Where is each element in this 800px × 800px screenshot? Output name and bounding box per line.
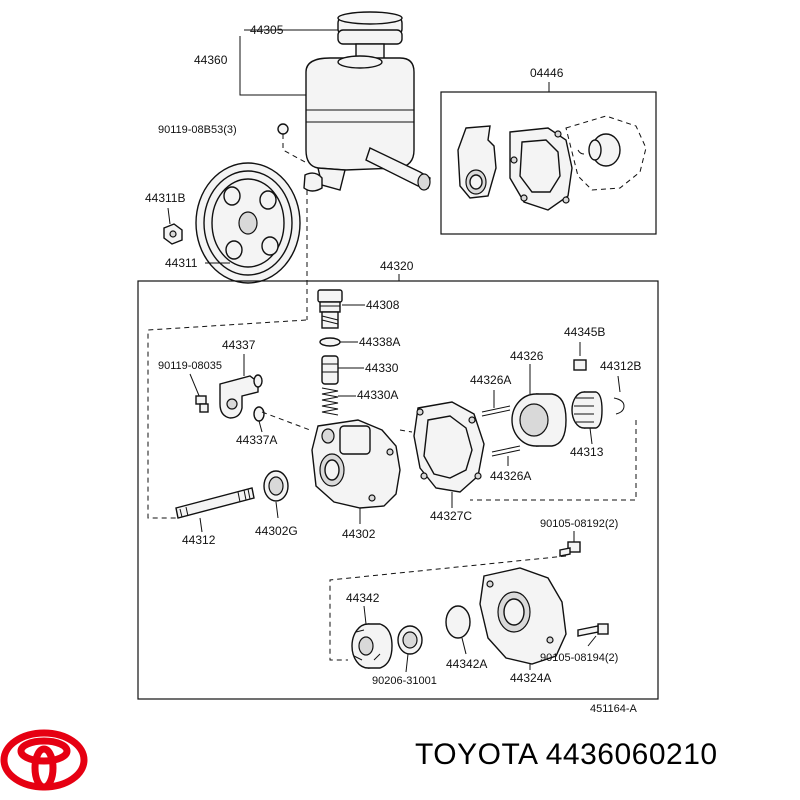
leader-nut [167,207,171,225]
label-pulley: 44311 [165,256,198,270]
label-cap: 44305 [250,23,284,37]
label-pin-326a-top: 44326A [470,373,511,387]
toyota-logo-icon [0,729,88,791]
side-plate [351,623,393,669]
reservoir-cap [337,11,403,63]
pump-assembly-box [137,280,659,700]
oring-342a [445,605,471,639]
label-shaft: 44312 [182,533,216,547]
leader-rotor [589,427,593,445]
label-gasket-set: 04446 [530,66,564,80]
label-reservoir: 44360 [194,53,228,67]
label-union: 44337 [222,338,256,352]
leader-oring-342a [461,637,467,655]
label-bolt-192: 90105-08192(2) [540,518,618,530]
leader-seal [405,653,409,673]
seal [397,625,423,655]
label-gasket-327c: 44327C [430,509,472,523]
snap-ring [613,397,625,415]
leader-side-plate [363,605,367,625]
label-rear-housing: 44324A [510,671,551,685]
leader-bolt-b53 [282,134,306,163]
label-pin-345b: 44345B [564,325,605,339]
bolt-192 [559,541,581,557]
label-spring: 44330A [357,388,398,402]
leader-bolt-08035 [189,373,201,399]
label-cam-ring: 44326 [510,349,544,363]
label-pin-326a-bot: 44326A [490,469,531,483]
spring [321,387,339,416]
label-nut: 44311B [145,191,185,205]
label-oring-342a: 44342A [446,657,487,671]
label-side-plate: 44342 [346,591,380,605]
reference-code: 451164-A [590,703,638,715]
leader-snap-ring [617,375,621,393]
label-oring-337a: 44337A [236,433,277,447]
pin-345b [573,359,587,371]
label-seal: 90206-31001 [372,675,437,687]
leader-oring-337a [258,420,263,433]
part-number-caption: TOYOTA 4436060210 [415,738,718,771]
leader-lower-link [329,555,567,661]
oring-337a [253,406,265,422]
bolt-b53-marker [277,123,289,135]
oring-338a [319,337,341,347]
pin-326a-top [481,405,511,417]
bearing [263,470,289,502]
rear-housing [479,567,567,665]
leader-shaft [199,517,203,533]
nut [163,223,183,245]
gasket-kit-box [440,91,657,235]
label-bolt-194: 90105-08194(2) [540,652,618,664]
label-valve-plug: 44308 [366,298,400,312]
leader-bearing [275,501,279,519]
label-flow-valve: 44330 [365,361,399,375]
label-bolt-08035: 90119-08035 [158,360,222,372]
label-oring-338a: 44338A [359,335,400,349]
leader-union-link [261,411,311,431]
union-fitting [219,374,263,419]
pulley [195,162,301,284]
rotor [571,391,603,429]
label-snap-ring: 44312B [600,359,641,373]
valve-plug [317,289,343,329]
label-bolt-b53: 90119-08B53(3) [158,124,237,136]
leader-right-link [470,420,637,501]
bolt-194 [577,623,609,637]
label-bearing: 44302G [255,524,298,538]
gasket-327c [413,401,485,493]
shaft [175,487,255,519]
leader-reservoir [239,36,306,96]
leader-bolt-194 [587,635,597,647]
leader-pump-link [147,319,307,519]
gasket-kit-parts [457,115,647,211]
label-rotor: 44313 [570,445,604,459]
cam-ring [511,393,567,447]
reservoir-tank [303,55,431,192]
label-pump-assy: 44320 [380,259,414,273]
leader-housing-gasket [399,429,413,433]
pin-326a-bot [491,445,521,457]
label-housing: 44302 [342,527,376,541]
bolt-08035 [195,395,209,413]
flow-valve [321,355,339,385]
pump-housing [311,419,401,509]
